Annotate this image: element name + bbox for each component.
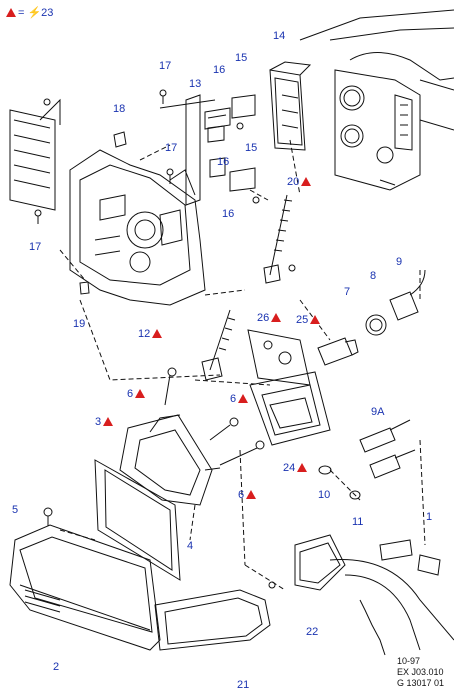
callout-16: 16 — [222, 208, 235, 220]
callout-16: 16 — [217, 156, 230, 168]
connector-1 — [380, 540, 440, 575]
adjuster-screw-26 — [202, 310, 235, 380]
footer-date: 10-97 — [397, 656, 421, 666]
footer-ref-2: G 13017 01 — [397, 678, 445, 688]
gasket-25 — [248, 330, 310, 385]
callout-9a: 9A — [371, 406, 385, 418]
headlamp-module — [270, 62, 310, 150]
callout-24: 24 — [283, 462, 308, 474]
bulb-socket-assembly — [318, 270, 425, 365]
legend-text: = ⚡23 — [18, 7, 54, 19]
warning-triangle-icon — [135, 389, 146, 398]
callout-26: 26 — [257, 312, 282, 324]
callout-1: 1 — [426, 511, 433, 523]
warning-triangle-icon — [246, 490, 257, 499]
headlamp-unit — [120, 415, 220, 505]
callout-10: 10 — [318, 489, 331, 501]
screws-6 — [165, 368, 264, 465]
callout-18: 18 — [113, 103, 126, 115]
fasteners — [35, 90, 295, 588]
warning-triangle-icon — [301, 177, 312, 186]
callout-16: 16 — [213, 64, 226, 76]
warning-triangle-icon — [6, 8, 16, 17]
callout-2: 2 — [53, 661, 60, 673]
callout-15: 15 — [245, 142, 258, 154]
gasket-frame-4 — [95, 460, 180, 580]
callout-20-number: 20 — [287, 176, 300, 188]
adjuster-screw-20 — [264, 195, 292, 283]
callout-4: 4 — [187, 540, 194, 552]
callout-22: 22 — [306, 626, 319, 638]
footer-reference: 10-97 EX J03.010 G 13017 01 — [397, 656, 444, 689]
side-marker-housing — [155, 590, 270, 650]
callout-6-number: 6 — [127, 388, 134, 400]
callout-15: 15 — [235, 52, 248, 64]
callout-6: 6 — [127, 388, 146, 400]
callout-14: 14 — [273, 30, 286, 42]
callout-3: 3 — [95, 416, 114, 428]
callout-6: 6 — [238, 489, 257, 501]
headlamp-lens — [10, 525, 160, 650]
legend: = ⚡23 — [6, 6, 53, 19]
vehicle-front-outline — [300, 10, 454, 190]
footer-ref-1: EX J03.010 — [397, 667, 444, 677]
warning-triangle-icon — [103, 417, 114, 426]
callout-25: 25 — [296, 314, 321, 326]
reflector-housing — [250, 372, 330, 445]
side-marker-lens — [295, 535, 345, 590]
warning-triangle-icon — [238, 394, 249, 403]
callout-21: 21 — [237, 679, 250, 691]
callout-5: 5 — [12, 504, 19, 516]
bulbs — [319, 420, 415, 499]
leader-lines — [60, 140, 425, 590]
callout-12: 12 — [138, 328, 163, 340]
callout-12-number: 12 — [138, 328, 151, 340]
headlamp-bracket — [70, 150, 205, 305]
callout-25-number: 25 — [296, 314, 309, 326]
callout-6: 6 — [230, 393, 249, 405]
callout-17: 17 — [159, 60, 172, 72]
callout-7: 7 — [344, 286, 351, 298]
callout-17: 17 — [29, 241, 42, 253]
grille — [10, 100, 60, 210]
callout-6-number: 6 — [230, 393, 237, 405]
callout-8: 8 — [370, 270, 377, 282]
callout-13: 13 — [189, 78, 202, 90]
callout-20: 20 — [287, 176, 312, 188]
fender-outline — [330, 560, 454, 656]
callout-26-number: 26 — [257, 312, 270, 324]
callout-11: 11 — [352, 516, 364, 528]
warning-triangle-icon — [271, 313, 282, 322]
callout-24-number: 24 — [283, 462, 296, 474]
warning-triangle-icon — [297, 463, 308, 472]
callout-19: 19 — [73, 318, 86, 330]
callout-6-number: 6 — [238, 489, 245, 501]
mounting-arm — [160, 95, 255, 205]
callout-17: 17 — [165, 142, 178, 154]
callout-3-number: 3 — [95, 416, 102, 428]
warning-triangle-icon — [310, 315, 321, 324]
warning-triangle-icon — [152, 329, 163, 338]
callout-9: 9 — [396, 256, 403, 268]
